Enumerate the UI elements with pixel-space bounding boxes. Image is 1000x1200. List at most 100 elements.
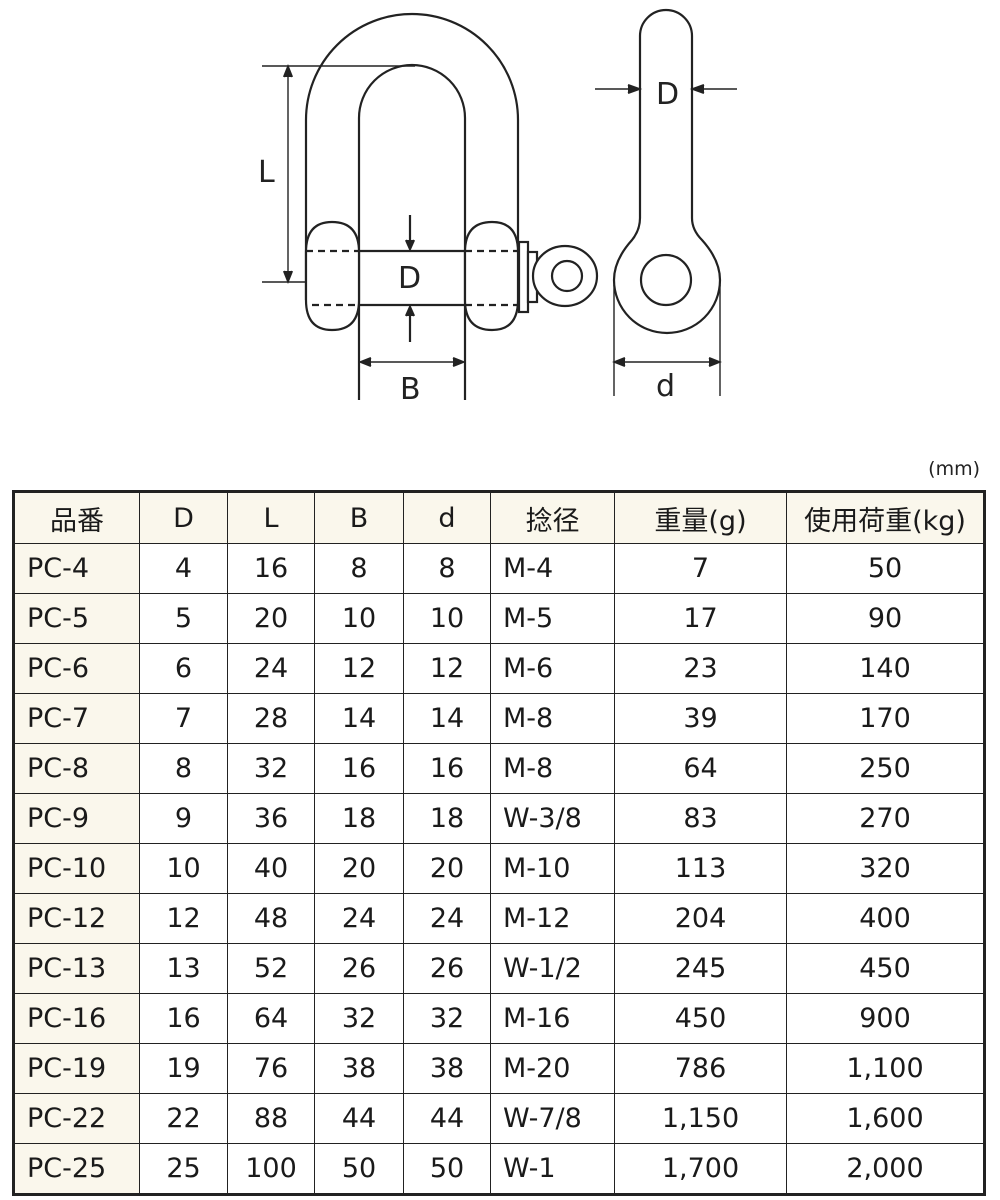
cell-D: 10 — [139, 843, 228, 894]
cell-working-load: 2,000 — [786, 1143, 985, 1195]
dim-label-L: L — [258, 155, 275, 190]
cell-B: 44 — [314, 1093, 404, 1144]
cell-part-number: PC-25 — [13, 1143, 140, 1195]
cell-d: 20 — [403, 843, 491, 894]
cell-part-number: PC-4 — [13, 543, 140, 594]
header-working-load: 使用荷重(kg) — [786, 491, 985, 544]
cell-thread: M-5 — [490, 593, 615, 644]
cell-D: 8 — [139, 743, 228, 794]
shackle-drawing-icon — [262, 8, 737, 400]
cell-working-load: 140 — [786, 643, 985, 694]
cell-thread: W-1/2 — [490, 943, 615, 994]
cell-B: 12 — [314, 643, 404, 694]
cell-L: 76 — [227, 1043, 315, 1094]
cell-thread: W-1 — [490, 1143, 615, 1195]
cell-thread: M-20 — [490, 1043, 615, 1094]
cell-D: 22 — [139, 1093, 228, 1144]
cell-B: 24 — [314, 893, 404, 944]
cell-B: 32 — [314, 993, 404, 1044]
cell-thread: M-8 — [490, 743, 615, 794]
cell-B: 10 — [314, 593, 404, 644]
cell-d: 26 — [403, 943, 491, 994]
cell-weight: 83 — [614, 793, 787, 844]
cell-working-load: 170 — [786, 693, 985, 744]
cell-working-load: 90 — [786, 593, 985, 644]
dim-label-B: B — [400, 372, 421, 407]
cell-thread: W-3/8 — [490, 793, 615, 844]
cell-thread: M-6 — [490, 643, 615, 694]
cell-L: 20 — [227, 593, 315, 644]
cell-D: 12 — [139, 893, 228, 944]
dim-label-D-side: D — [656, 77, 680, 112]
cell-part-number: PC-13 — [13, 943, 140, 994]
shackle-diagram: L D B D d — [0, 0, 1000, 420]
cell-L: 52 — [227, 943, 315, 994]
cell-d: 10 — [403, 593, 491, 644]
cell-L: 32 — [227, 743, 315, 794]
cell-part-number: PC-10 — [13, 843, 140, 894]
cell-B: 26 — [314, 943, 404, 994]
cell-weight: 1,700 — [614, 1143, 787, 1195]
cell-part-number: PC-12 — [13, 893, 140, 944]
cell-weight: 113 — [614, 843, 787, 894]
cell-thread: M-4 — [490, 543, 615, 594]
cell-d: 24 — [403, 893, 491, 944]
cell-thread: M-16 — [490, 993, 615, 1044]
cell-d: 8 — [403, 543, 491, 594]
cell-B: 50 — [314, 1143, 404, 1195]
cell-part-number: PC-8 — [13, 743, 140, 794]
cell-part-number: PC-7 — [13, 693, 140, 744]
cell-working-load: 50 — [786, 543, 985, 594]
cell-working-load: 1,600 — [786, 1093, 985, 1144]
cell-weight: 64 — [614, 743, 787, 794]
unit-note: (mm) — [928, 458, 980, 480]
cell-L: 48 — [227, 893, 315, 944]
cell-D: 9 — [139, 793, 228, 844]
cell-D: 5 — [139, 593, 228, 644]
cell-thread: M-12 — [490, 893, 615, 944]
cell-weight: 17 — [614, 593, 787, 644]
cell-D: 16 — [139, 993, 228, 1044]
cell-thread: W-7/8 — [490, 1093, 615, 1144]
cell-working-load: 320 — [786, 843, 985, 894]
cell-L: 88 — [227, 1093, 315, 1144]
cell-d: 12 — [403, 643, 491, 694]
cell-weight: 7 — [614, 543, 787, 594]
header-weight: 重量(g) — [614, 491, 787, 544]
cell-D: 25 — [139, 1143, 228, 1195]
header-D: D — [139, 491, 228, 544]
cell-D: 4 — [139, 543, 228, 594]
cell-D: 7 — [139, 693, 228, 744]
cell-weight: 450 — [614, 993, 787, 1044]
cell-L: 100 — [227, 1143, 315, 1195]
cell-D: 19 — [139, 1043, 228, 1094]
cell-L: 36 — [227, 793, 315, 844]
header-thread: 捻径 — [490, 491, 615, 544]
cell-part-number: PC-6 — [13, 643, 140, 694]
cell-working-load: 250 — [786, 743, 985, 794]
cell-d: 14 — [403, 693, 491, 744]
cell-B: 8 — [314, 543, 404, 594]
cell-L: 28 — [227, 693, 315, 744]
cell-L: 64 — [227, 993, 315, 1044]
cell-weight: 1,150 — [614, 1093, 787, 1144]
cell-thread: M-8 — [490, 693, 615, 744]
cell-L: 24 — [227, 643, 315, 694]
cell-working-load: 900 — [786, 993, 985, 1044]
cell-weight: 39 — [614, 693, 787, 744]
cell-D: 13 — [139, 943, 228, 994]
cell-thread: M-10 — [490, 843, 615, 894]
header-part-number: 品番 — [13, 491, 140, 544]
cell-B: 18 — [314, 793, 404, 844]
